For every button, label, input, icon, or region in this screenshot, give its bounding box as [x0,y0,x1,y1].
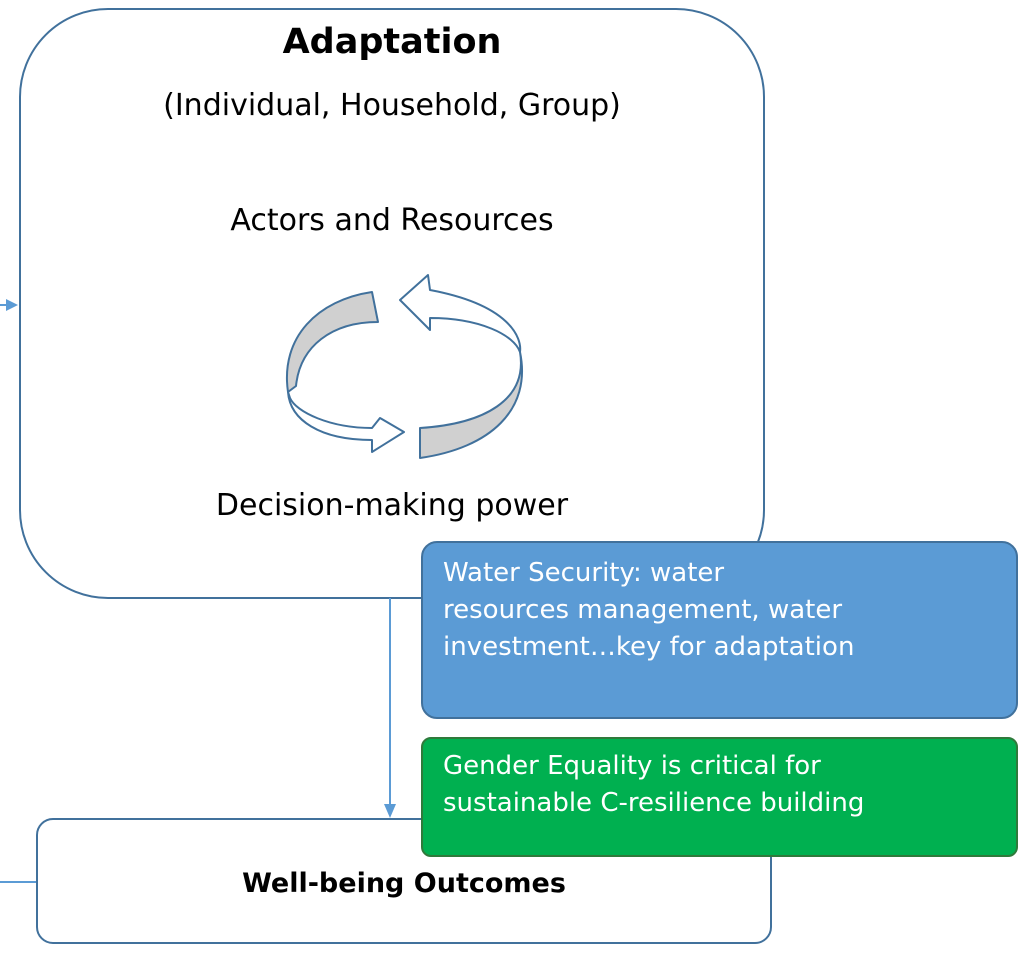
adaptation-title: Adaptation [282,22,502,62]
gender-equality-line: sustainable C-resilience building [443,788,865,818]
water-security-callout: Water Security: water resources manageme… [421,541,1018,719]
cycle-arrows-icon [285,274,523,459]
decision-label: Decision-making power [215,488,569,523]
adaptation-box [19,8,765,599]
down-arrow-head [384,804,396,818]
gender-equality-line: Gender Equality is critical for [443,751,821,781]
adaptation-subtitle: (Individual, Household, Group) [163,88,621,123]
gender-equality-callout: Gender Equality is critical for sustaina… [421,737,1018,857]
water-security-line: resources management, water [443,595,843,625]
incoming-arrow-head [6,299,18,311]
outcomes-label: Well-being Outcomes [242,868,566,899]
actors-label: Actors and Resources [230,203,554,238]
water-security-line: investment…key for adaptation [443,632,855,662]
water-security-line: Water Security: water [443,558,725,588]
